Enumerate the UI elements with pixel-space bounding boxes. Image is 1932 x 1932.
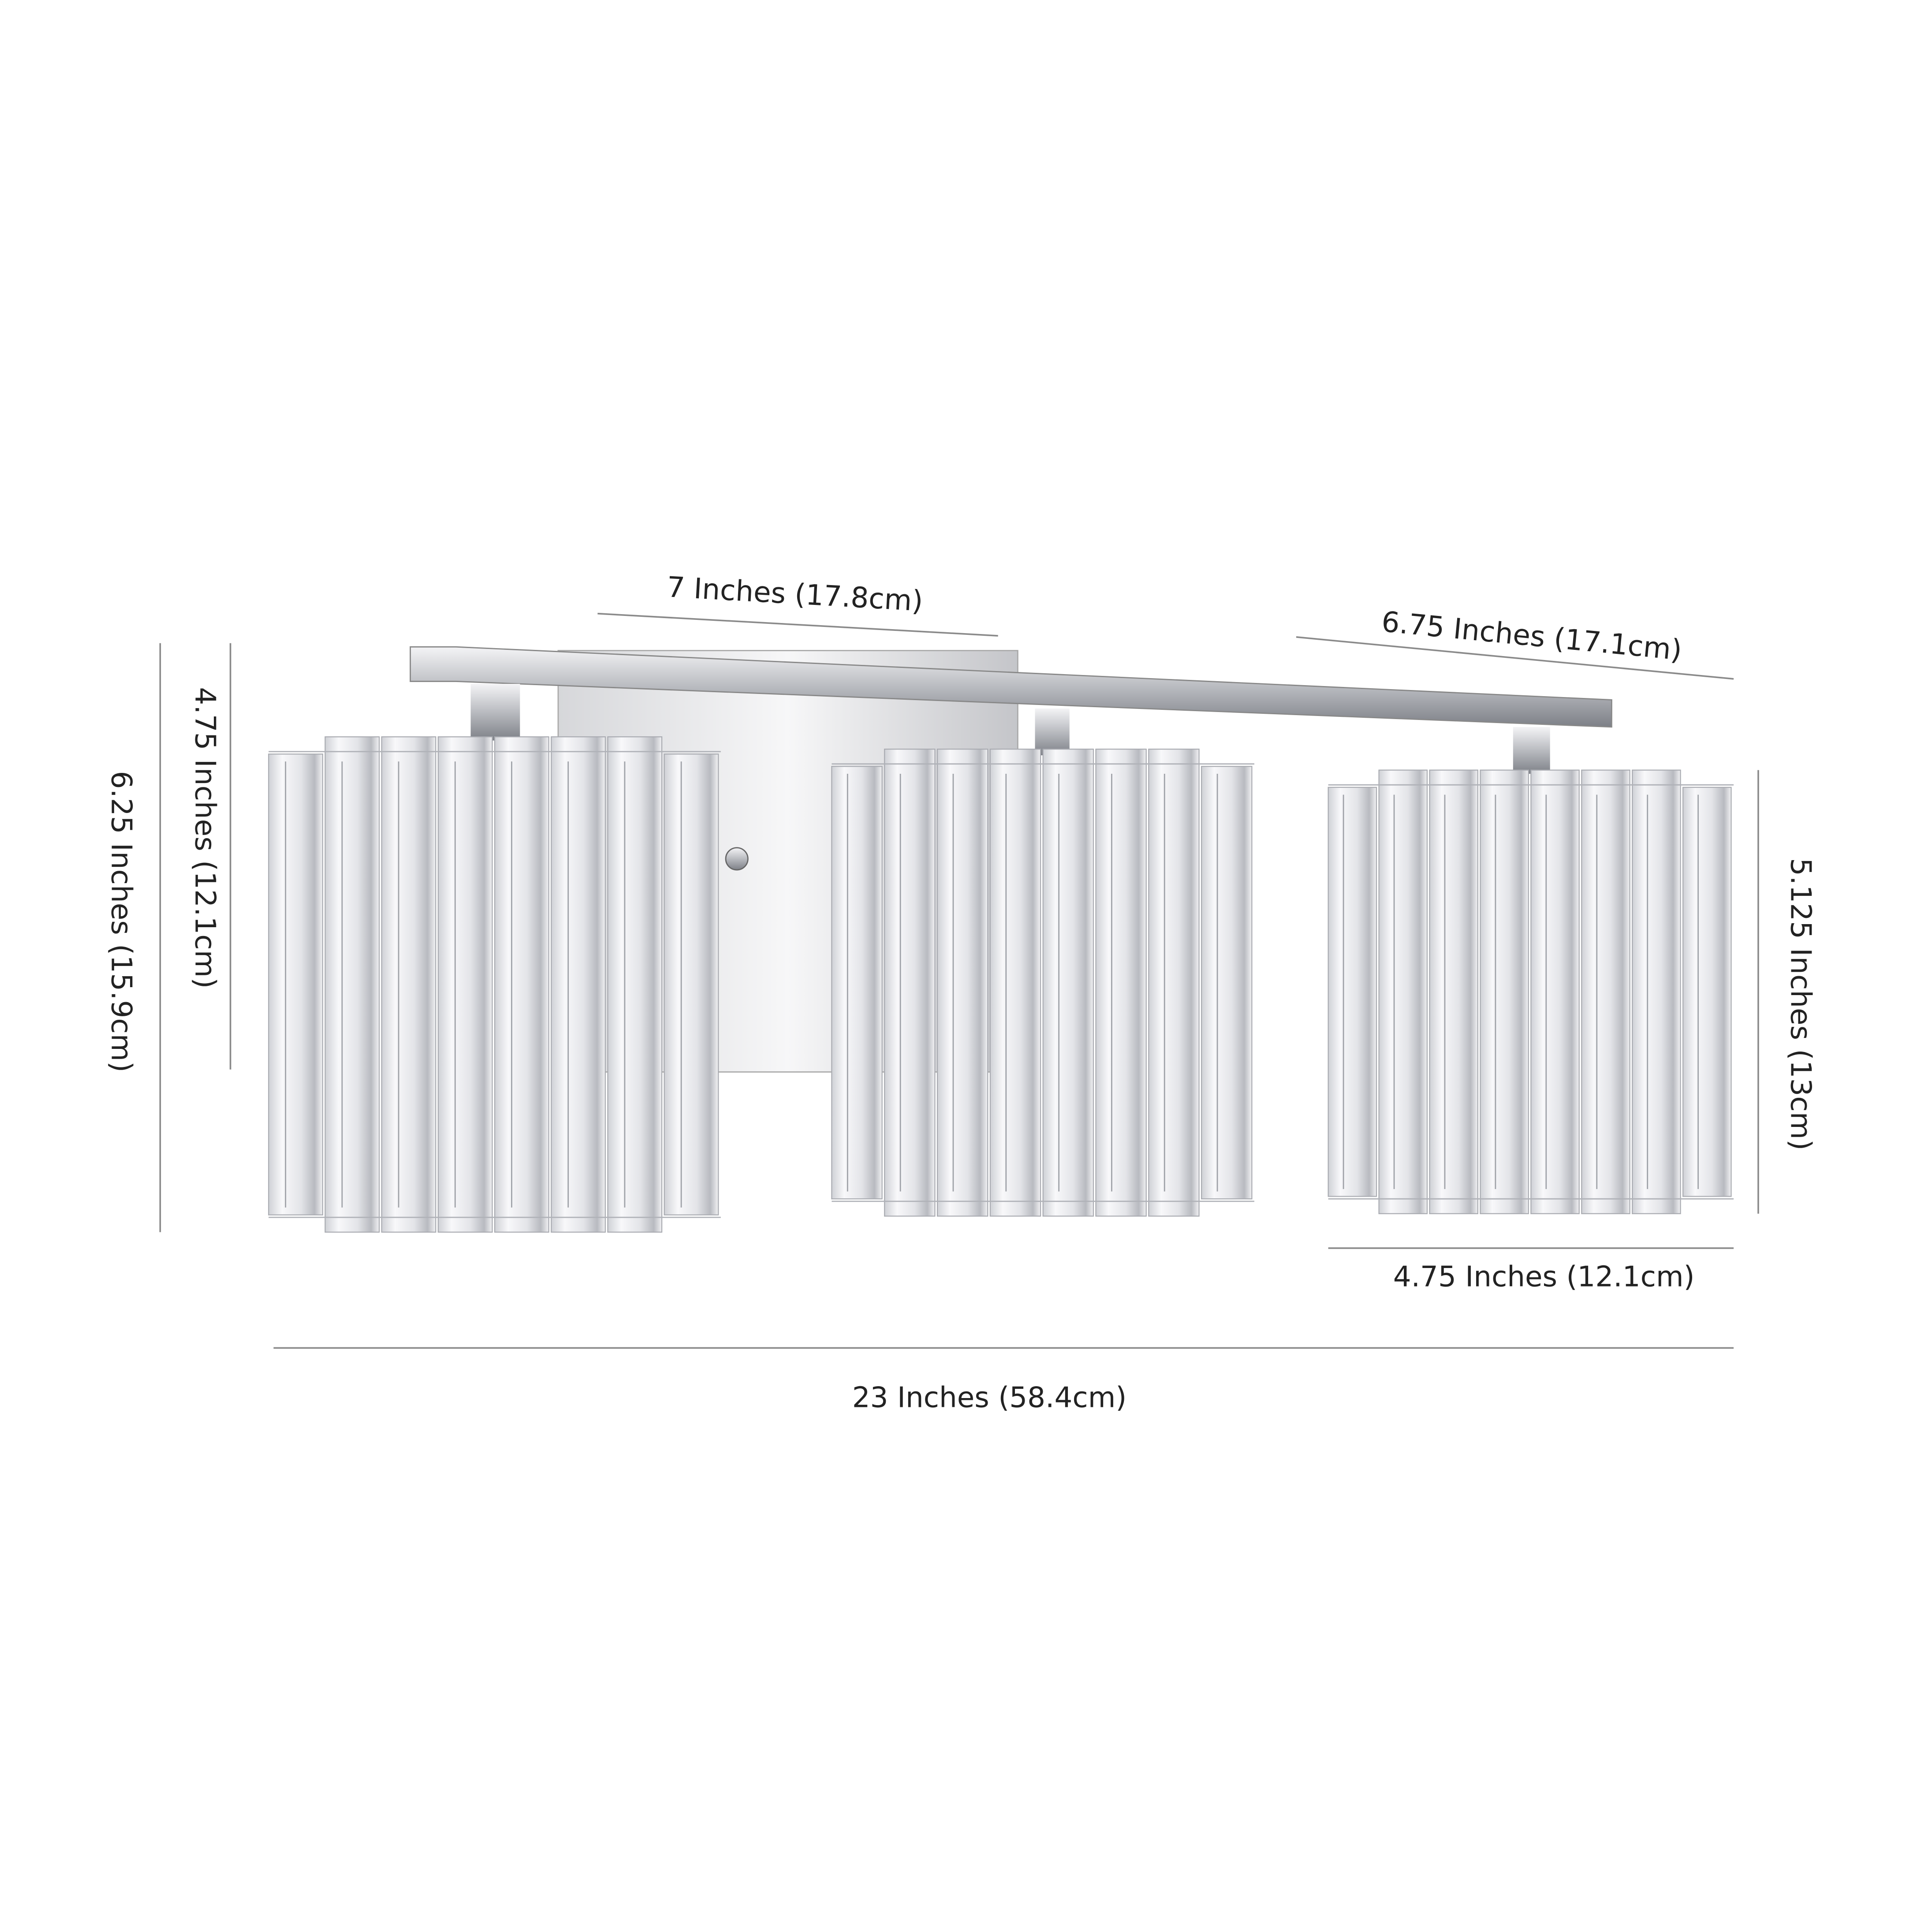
crystal-prism — [494, 736, 549, 1233]
arm-right — [1513, 727, 1550, 774]
crystal-prism — [1429, 769, 1478, 1214]
crystal-prism — [437, 736, 493, 1233]
crystal-prism — [1378, 769, 1428, 1214]
dim-label-total-height: 6.25 Inches (15.9cm) — [105, 771, 138, 1072]
crystal-prism — [1095, 749, 1147, 1217]
crystal-shade-right — [1328, 769, 1734, 1214]
crystal-prism — [936, 749, 988, 1217]
crystal-prism — [1581, 769, 1630, 1214]
crystal-shade-left — [268, 736, 721, 1233]
crystal-prism — [1148, 749, 1200, 1217]
crystal-prism — [1201, 766, 1253, 1200]
dim-label-shade-width: 4.75 Inches (12.1cm) — [1393, 1261, 1695, 1294]
dim-label-shade-height: 5.125 Inches (13cm) — [1784, 858, 1817, 1150]
crystal-prism — [1682, 787, 1732, 1197]
crystal-prism — [551, 736, 606, 1233]
crystal-prism — [324, 736, 380, 1233]
crystal-prism — [664, 753, 719, 1216]
dim-label-bar: 7 Inches (17.8cm) — [666, 571, 924, 618]
arm-left — [470, 684, 520, 741]
crystal-prism — [1480, 769, 1529, 1214]
dim-line-bar-end — [1296, 636, 1734, 680]
crystal-prism — [884, 749, 936, 1217]
dim-label-bar-end: 6.75 Inches (17.1cm) — [1380, 605, 1683, 667]
arm-middle — [1035, 708, 1070, 756]
crystal-prism — [268, 753, 323, 1216]
crystal-prism — [381, 736, 436, 1233]
dim-line-bar — [597, 612, 998, 637]
dim-label-total-width: 23 Inches (58.4cm) — [852, 1381, 1127, 1414]
mount-screw — [725, 847, 749, 871]
back-bar — [410, 646, 1612, 728]
light-fixture — [268, 646, 1734, 1233]
crystal-prism — [1632, 769, 1681, 1214]
crystal-prism — [989, 749, 1041, 1217]
dim-label-plate-height: 4.75 Inches (12.1cm) — [189, 687, 222, 988]
crystal-shade-middle — [831, 749, 1254, 1217]
crystal-prism — [1042, 749, 1094, 1217]
crystal-prism — [1328, 787, 1377, 1197]
crystal-prism — [831, 766, 883, 1200]
crystal-prism — [1530, 769, 1580, 1214]
crystal-prism — [607, 736, 663, 1233]
